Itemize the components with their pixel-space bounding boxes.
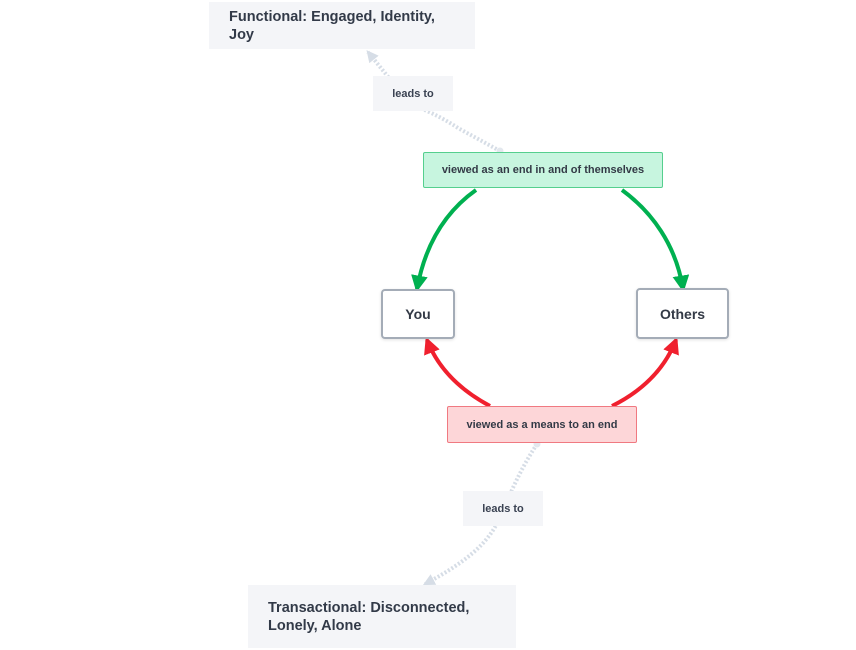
outcome-functional-label: Functional: Engaged, Identity, Joy	[229, 8, 435, 43]
outcome-transactional: Transactional: Disconnected, Lonely, Alo…	[248, 585, 516, 648]
node-you-label: You	[405, 306, 431, 322]
means-arrow-to-others	[611, 336, 679, 408]
node-others-label: Others	[659, 305, 706, 322]
end-arrow-to-you	[411, 188, 478, 293]
leads-to-label-bottom-text: leads to	[482, 502, 524, 515]
leads-to-label-bottom: leads to	[463, 491, 543, 526]
outcome-functional: Functional: Engaged, Identity, Joy	[209, 2, 475, 49]
node-you: You	[381, 289, 455, 339]
relation-means-label: viewed as a means to an end	[466, 418, 618, 431]
end-arrow-to-others	[620, 188, 690, 293]
relation-end-in-themselves: viewed as an end in and of themselves	[423, 152, 663, 188]
relation-end-label: viewed as an end in and of themselves	[441, 164, 645, 176]
relation-means-to-end: viewed as a means to an end	[447, 406, 637, 443]
leads-to-label-top: leads to	[373, 76, 453, 111]
means-arrow-to-you	[424, 336, 491, 408]
node-others: Others	[636, 288, 729, 339]
outcome-transactional-label: Transactional: Disconnected, Lonely, Alo…	[268, 599, 470, 634]
leads-to-label-top-text: leads to	[392, 87, 434, 100]
